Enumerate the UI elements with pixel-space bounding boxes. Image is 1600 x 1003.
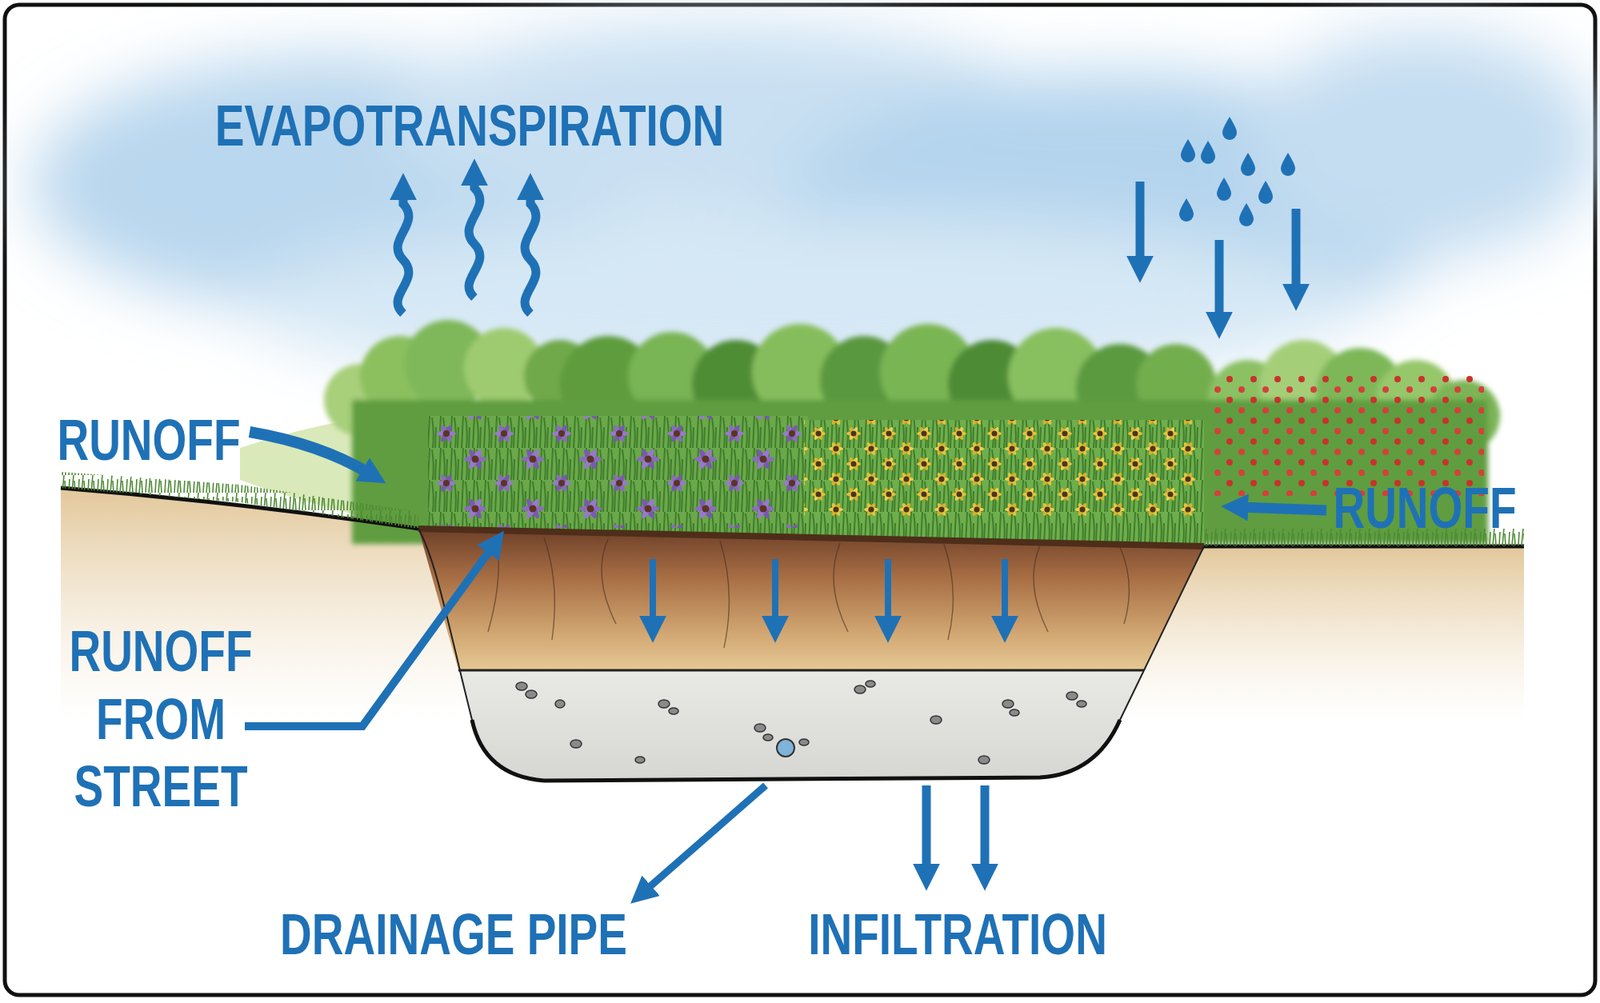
gravel-stones (516, 680, 1087, 764)
rain-drop (1216, 177, 1232, 201)
evaporation-arrow (468, 177, 480, 298)
stone (658, 700, 670, 708)
runoff-arrow (249, 432, 370, 474)
infiltration-arrow (649, 559, 656, 624)
diagram-label: RUNOFF (1332, 475, 1516, 544)
stone (516, 682, 528, 691)
diagram-label: EVAPOTRANSPIRATION (215, 92, 725, 161)
diagram-label: INFILTRATION (808, 901, 1108, 970)
rain-drop (1179, 198, 1194, 222)
arrows (244, 177, 1327, 892)
root (1033, 545, 1129, 632)
basin-bottom (472, 720, 1120, 781)
stone (978, 756, 990, 764)
purple-coneflowers (428, 416, 808, 528)
stone (854, 685, 866, 694)
plant-bed (428, 416, 808, 544)
stone (525, 690, 537, 699)
rain-arrow (1215, 240, 1224, 320)
soil-surface (418, 528, 1204, 547)
infiltration-arrow (980, 785, 990, 872)
diagram-label: RUNOFF (56, 407, 240, 476)
stone (570, 740, 582, 748)
evaporation-arrow (524, 192, 536, 314)
stone (799, 739, 809, 746)
root (488, 536, 616, 640)
diagram-label: RUNOFF FROM STREET (40, 618, 281, 822)
rain-drop (1239, 203, 1254, 227)
grass (60, 472, 419, 529)
stone (763, 734, 773, 741)
infiltration-arrow (922, 785, 932, 872)
gravel-layer (458, 670, 1144, 781)
plant-stems (804, 420, 1204, 548)
evaporation-arrow (397, 192, 409, 314)
soil-layer (418, 528, 1204, 671)
rain-arrow (1136, 181, 1145, 264)
rain-drop (1222, 116, 1237, 140)
plant-stems (428, 416, 808, 544)
infiltration-arrow (1001, 559, 1008, 624)
stone (1076, 700, 1087, 708)
infiltration-arrow (884, 559, 892, 624)
shrub-mass (324, 320, 1500, 544)
stone (754, 724, 766, 732)
stone (1002, 700, 1014, 708)
diagram-label: DRAINAGE PIPE (280, 901, 628, 970)
leader-arrow (244, 546, 493, 727)
infiltration-arrow (772, 559, 779, 624)
rain-drop (1280, 152, 1296, 176)
rain-drop (1240, 152, 1256, 176)
rain-arrow (1292, 208, 1301, 292)
rain-drop (1200, 140, 1216, 164)
stone (668, 708, 679, 715)
layer-divider (458, 669, 1144, 672)
stone (1066, 692, 1078, 700)
stone (635, 756, 645, 764)
rain-drops (1179, 116, 1296, 227)
stone (930, 716, 942, 724)
stone (865, 680, 876, 688)
runoff-arrow (1240, 507, 1327, 511)
stone (1009, 709, 1020, 716)
plant-bed (804, 420, 1204, 548)
stone (555, 700, 565, 708)
root (720, 540, 953, 648)
rain-drop (1258, 180, 1273, 204)
drainage-pipe-symbol (776, 739, 795, 757)
yellow-flowers (804, 420, 1196, 516)
drainage-arrow (644, 785, 766, 892)
roots (488, 536, 1129, 648)
sky-cloud (1248, 32, 1600, 256)
basin-wall (418, 528, 1204, 781)
rain-drop (1180, 139, 1196, 163)
